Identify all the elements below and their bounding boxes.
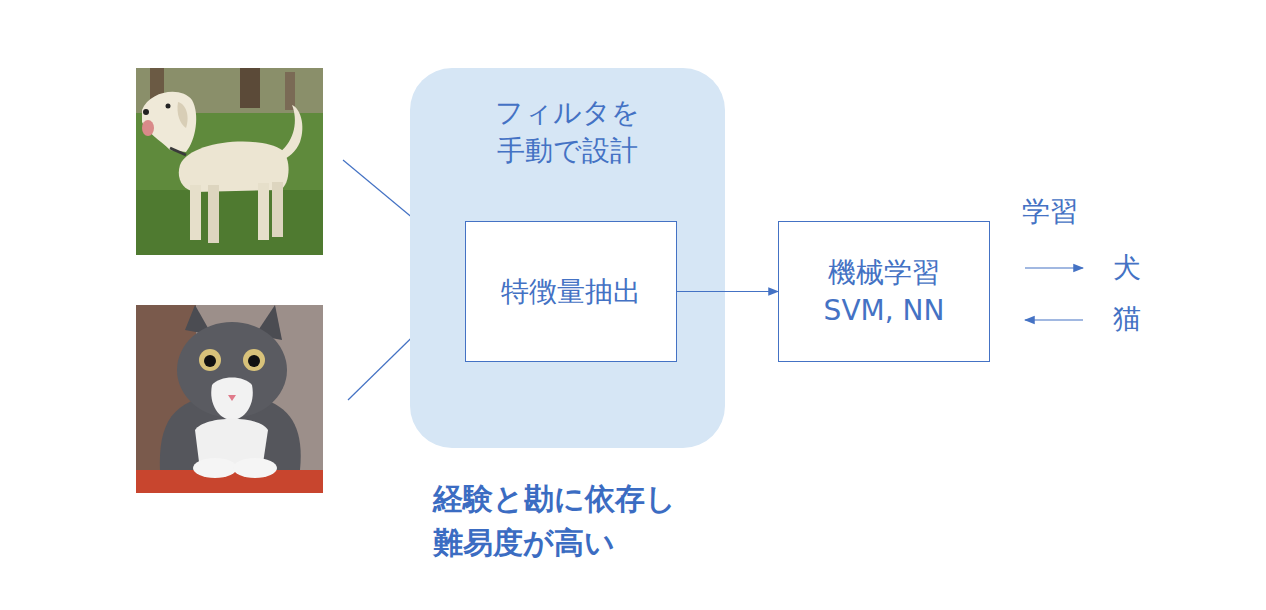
output-arrow [1025, 267, 1083, 268]
process-box: 特徴量抽出 [465, 221, 677, 362]
box-label: 特徴量抽出 [501, 273, 641, 311]
class-label: 犬 [1113, 250, 1141, 286]
class-label: 猫 [1113, 301, 1141, 337]
region-heading-wrap: フィルタを 手動で設計 [410, 94, 725, 170]
dog-photo [136, 68, 323, 255]
arrow-label: 学習 [1022, 194, 1078, 230]
region-heading: フィルタを 手動で設計 [489, 94, 646, 170]
process-box: 機械学習 SVM, NN [778, 221, 990, 362]
box-label: 機械学習 SVM, NN [800, 254, 968, 330]
note-text: 経験と勘に依存し 難易度が高い [433, 477, 691, 564]
flow-arrow [677, 291, 778, 292]
feedback-arrow [1025, 319, 1083, 320]
design-region: フィルタを 手動で設計特徴量抽出 [410, 68, 725, 448]
cat-photo [136, 305, 323, 493]
